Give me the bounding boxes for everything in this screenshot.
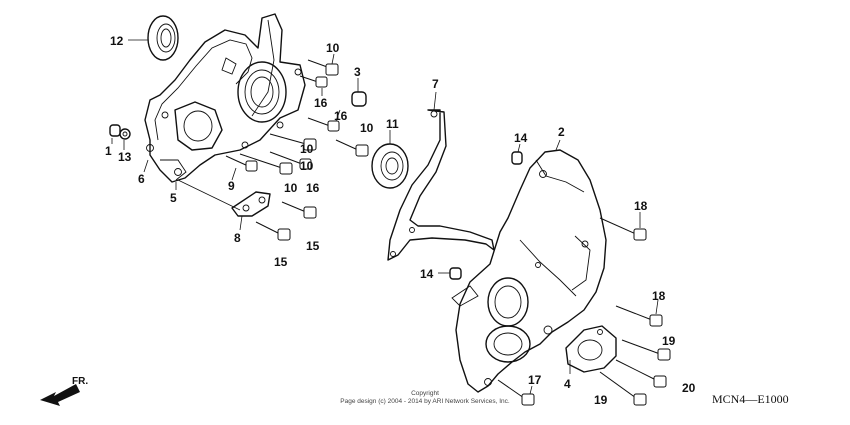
dowel-14a <box>511 151 523 165</box>
callout-17: 17 <box>528 373 542 387</box>
cap-3 <box>351 91 367 107</box>
callout-18-lower: 18 <box>652 289 666 303</box>
callout-3: 3 <box>354 65 361 79</box>
callout-19-lower: 19 <box>594 393 608 407</box>
callout-6: 6 <box>138 172 145 186</box>
leader-lines <box>111 39 659 395</box>
callout-2: 2 <box>558 125 565 139</box>
o-ring-13 <box>119 128 131 140</box>
front-label: FR. <box>72 376 88 387</box>
callout-14-top: 14 <box>514 131 528 145</box>
callout-15: 15 <box>306 239 320 253</box>
callout-16-bottom: 16 <box>306 181 320 195</box>
oil-seal-11 <box>371 143 409 189</box>
callout-5: 5 <box>170 191 177 205</box>
callout-18-upper: 18 <box>634 199 648 213</box>
callout-16-mid: 16 <box>334 109 348 123</box>
copyright-line-2: Page design (c) 2004 - 2014 by ARI Netwo… <box>340 398 510 405</box>
callout-16-top: 16 <box>314 96 328 110</box>
diagram-code: MCN4—E1000 <box>712 392 789 406</box>
callout-8: 8 <box>234 231 241 245</box>
copyright-line-1: Copyright <box>411 390 439 397</box>
callout-14-bottom: 14 <box>420 267 434 281</box>
gasket-7 <box>387 109 495 261</box>
callout-10-midright: 10 <box>360 121 374 135</box>
callout-11: 11 <box>386 117 399 131</box>
front-arrow-icon: FR. <box>40 376 88 406</box>
callout-10-right: 10 <box>300 142 314 156</box>
callout-10-mid: 10 <box>300 159 314 173</box>
callout-20: 20 <box>682 381 696 395</box>
oil-seal-12 <box>147 15 179 61</box>
callout-9: 9 <box>228 179 235 193</box>
callout-12: 12 <box>110 34 124 48</box>
callout-10-bottom: 10 <box>284 181 298 195</box>
crankcase-cover-2 <box>451 149 607 393</box>
callout-1: 1 <box>105 144 112 158</box>
callout-4: 4 <box>564 377 571 391</box>
callout-15-lower: 15 <box>274 255 288 269</box>
dowel-14b <box>449 267 462 280</box>
callout-10-top: 10 <box>326 41 340 55</box>
dowel-pin-1 <box>109 124 121 137</box>
inner-cover-assembly <box>144 13 306 183</box>
bracket-8 <box>231 191 271 217</box>
cover-4 <box>565 325 617 373</box>
callout-19-upper: 19 <box>662 334 676 348</box>
callout-labels: 12 1 13 6 5 9 8 15 15 10 16 10 10 10 3 1… <box>105 34 696 407</box>
callout-13: 13 <box>118 150 132 164</box>
bolts <box>225 59 671 406</box>
callout-7: 7 <box>432 77 439 91</box>
